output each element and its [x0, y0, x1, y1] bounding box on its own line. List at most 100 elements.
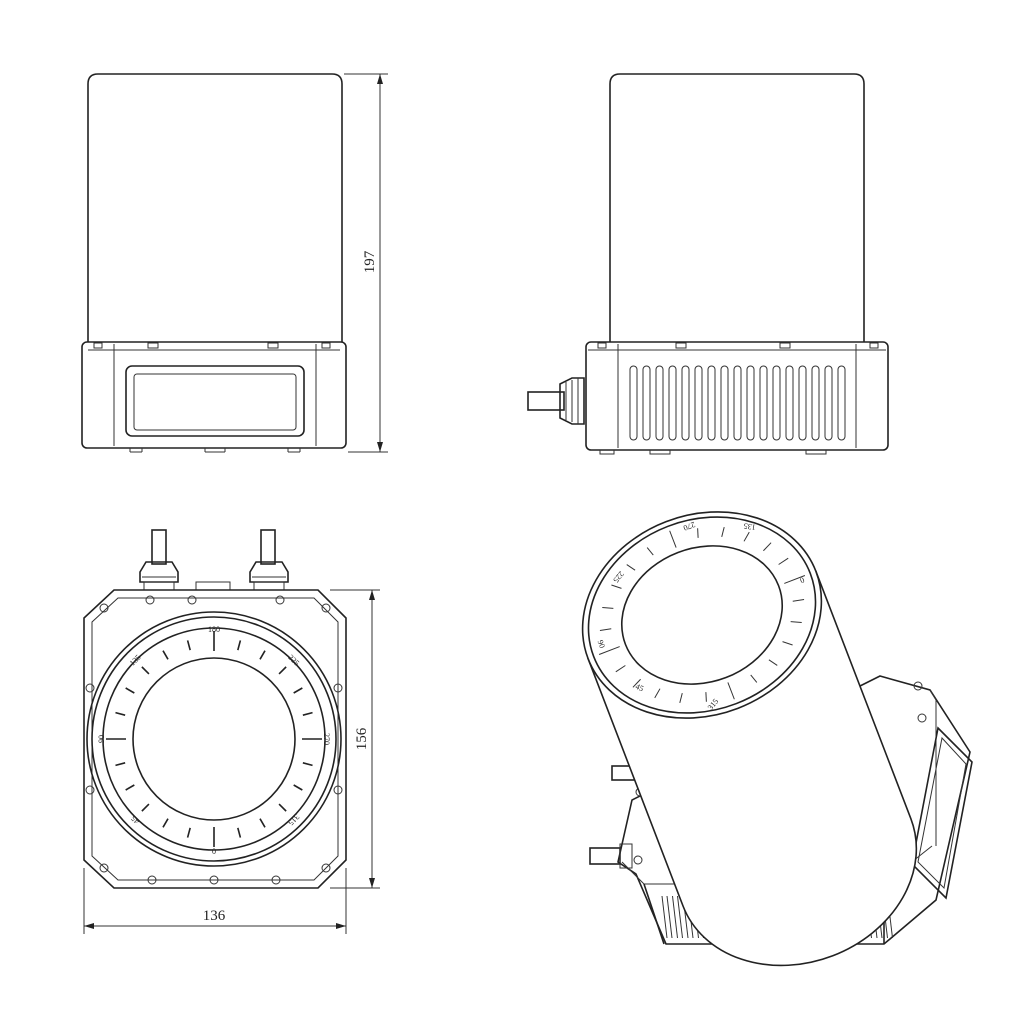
cooling-fin — [824, 365, 833, 441]
mounting-screws — [85, 595, 343, 885]
dial-labels: 180 135 225 90 270 45 315 0 — [97, 625, 331, 856]
screw-icon — [85, 683, 95, 693]
front-top-clips — [93, 342, 331, 349]
dial-label-45: 45 — [129, 814, 141, 826]
cooling-fin — [733, 365, 742, 441]
dial-ticks — [106, 631, 322, 847]
height-value: 197 — [362, 250, 378, 273]
dial-tick — [302, 711, 313, 716]
iso-dial-tick — [743, 531, 750, 542]
dial-tick — [115, 711, 126, 716]
iso-dial-tick — [782, 641, 793, 646]
depth-dimension: 156 — [330, 589, 380, 889]
cooling-fin — [694, 365, 703, 441]
dial-tick — [293, 784, 303, 791]
isometric-view: 270 225 90 135 45 0 315 — [581, 511, 973, 967]
top-gland-left — [139, 529, 179, 591]
cooling-fin — [811, 365, 820, 441]
dial-tick — [278, 666, 287, 675]
iso-dial-tick — [626, 564, 636, 571]
screw-icon — [333, 683, 343, 693]
screw-icon — [187, 595, 197, 605]
dial-tick — [186, 640, 191, 651]
screw-icon — [209, 875, 219, 885]
cooling-fins — [629, 365, 846, 441]
iso-dial-tick — [615, 665, 626, 673]
iso-dial-tick — [778, 557, 789, 565]
iso-label-0: 0 — [799, 575, 806, 585]
dial-label-270: 270 — [322, 733, 331, 745]
cooling-fin — [642, 365, 651, 441]
front-view: 197 — [81, 73, 388, 453]
dial-tick — [237, 640, 242, 651]
dial-tick — [162, 650, 169, 660]
screw-icon — [913, 681, 923, 691]
iso-dial-tick — [632, 678, 641, 688]
screw-icon — [147, 875, 157, 885]
dial-tick — [278, 803, 287, 812]
iso-dial-tick — [763, 542, 772, 552]
iso-dial-tick — [727, 682, 735, 700]
cooling-fin — [655, 365, 664, 441]
width-value: 136 — [203, 908, 226, 924]
dial-tick — [115, 762, 126, 767]
iso-dial-ticks — [598, 527, 806, 703]
dial-tick — [186, 827, 191, 838]
height-dimension: 197 — [344, 73, 388, 453]
dial-label-90: 90 — [97, 735, 106, 743]
screw-icon — [271, 875, 281, 885]
top-gland-right — [249, 529, 289, 591]
cooling-fin — [668, 365, 677, 441]
iso-dial-tick — [646, 547, 654, 556]
dial-label-180: 180 — [208, 625, 220, 634]
front-feet — [129, 448, 301, 453]
iso-fin — [677, 895, 683, 939]
dial-tick — [302, 762, 313, 767]
dial-label-315: 315 — [286, 812, 301, 827]
iso-dial-tick — [598, 646, 620, 655]
iso-label-90: 90 — [596, 639, 607, 650]
dial-tick — [237, 827, 242, 838]
iso-dial-tick — [697, 528, 699, 538]
screw-icon — [99, 863, 109, 873]
cooling-fin — [707, 365, 716, 441]
iso-label-45: 45 — [634, 682, 645, 693]
iso-dial-tick — [669, 530, 677, 548]
iso-fin — [666, 895, 673, 939]
cooling-fin — [720, 365, 729, 441]
dial-tick — [125, 687, 135, 694]
iso-dial-tick — [705, 692, 707, 702]
iso-dial-tick — [784, 575, 806, 584]
side-feet — [599, 450, 827, 455]
dial-tick — [125, 784, 135, 791]
iso-dial-tick — [599, 628, 612, 631]
iso-dial-tick — [790, 621, 802, 624]
cooling-fin — [629, 365, 638, 441]
iso-dial-tick — [750, 674, 758, 683]
cooling-fin — [785, 365, 794, 441]
iso-fin — [661, 895, 668, 939]
screw-icon — [917, 713, 927, 723]
cable-gland — [527, 377, 585, 425]
screw-icon — [275, 595, 285, 605]
screw-icon — [333, 785, 343, 795]
screw-icon — [321, 603, 331, 613]
iso-label-270: 270 — [682, 520, 696, 533]
dial-label-225: 225 — [286, 653, 301, 668]
side-view — [527, 73, 889, 455]
iso-gland-lower — [589, 843, 633, 869]
screw-icon — [85, 785, 95, 795]
iso-dial-tick — [721, 527, 725, 538]
dial-tick — [259, 650, 266, 660]
dial-tick — [141, 803, 150, 812]
screw-icon — [633, 855, 643, 865]
iso-dial-tick — [602, 606, 614, 609]
cooling-fin — [798, 365, 807, 441]
screw-icon — [321, 863, 331, 873]
iso-dial-tick — [611, 584, 622, 589]
side-top-clips — [597, 342, 879, 349]
top-view: 180 135 225 90 270 45 315 0 156 136 — [83, 529, 380, 934]
cooling-fin — [746, 365, 755, 441]
cooling-fin — [772, 365, 781, 441]
